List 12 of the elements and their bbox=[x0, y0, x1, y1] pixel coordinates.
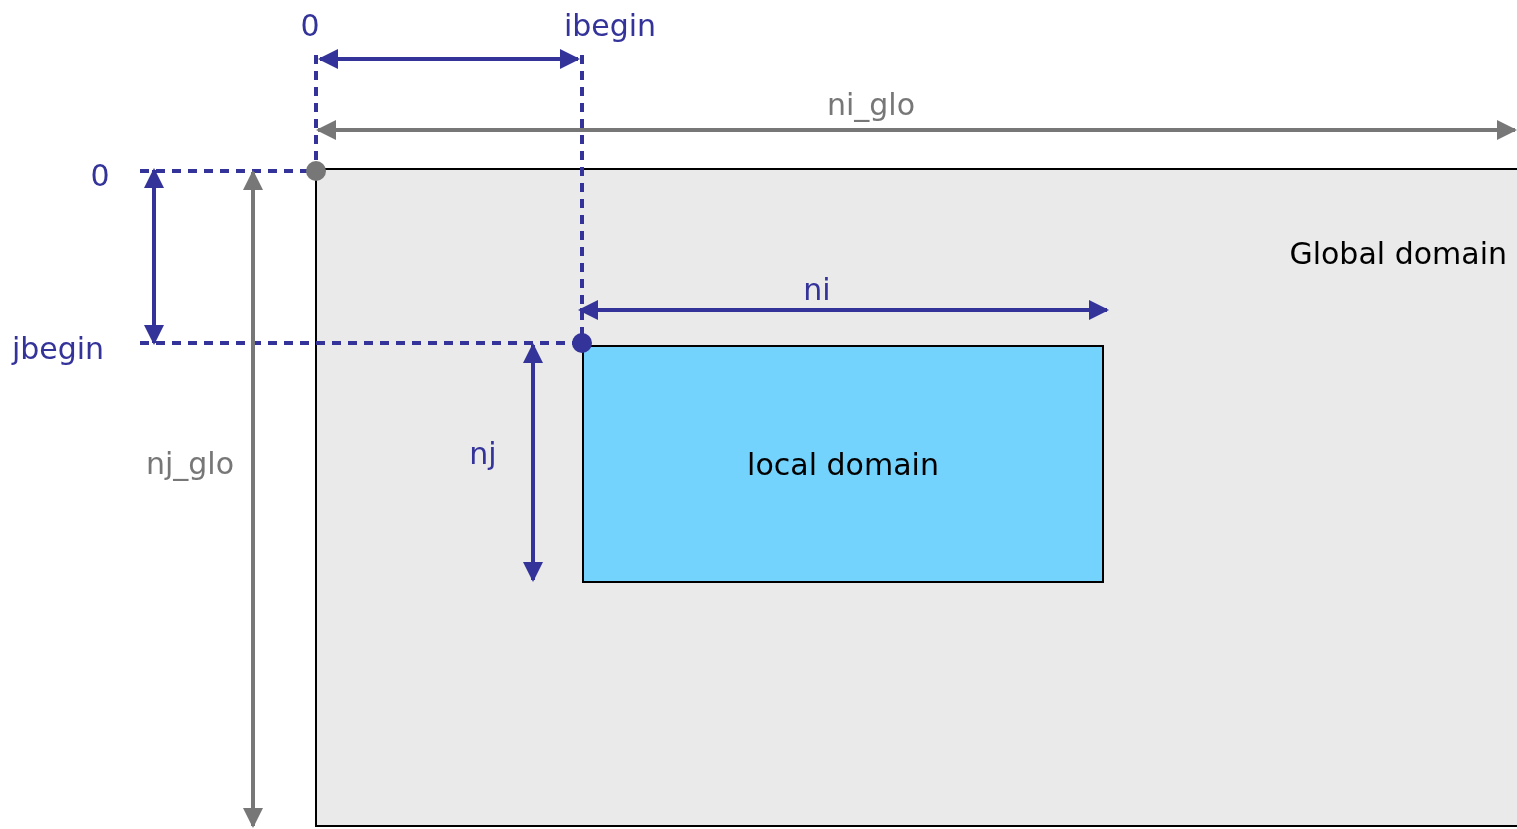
dimension-label: 0 bbox=[300, 7, 320, 43]
global-domain-box bbox=[315, 168, 1517, 827]
dimension-label: ni bbox=[803, 271, 831, 307]
domain-label: local domain bbox=[747, 446, 939, 482]
dimension-label: 0 bbox=[90, 157, 110, 193]
dimension-label: ni_glo bbox=[826, 86, 916, 122]
dimension-label: nj bbox=[469, 435, 497, 471]
dimension-label: jbegin bbox=[11, 330, 105, 366]
dimension-label: ibegin bbox=[563, 7, 657, 43]
domain-label: Global domain bbox=[1289, 236, 1507, 271]
dimension-label: nj_glo bbox=[145, 445, 235, 481]
local-domain-box bbox=[582, 345, 1104, 583]
